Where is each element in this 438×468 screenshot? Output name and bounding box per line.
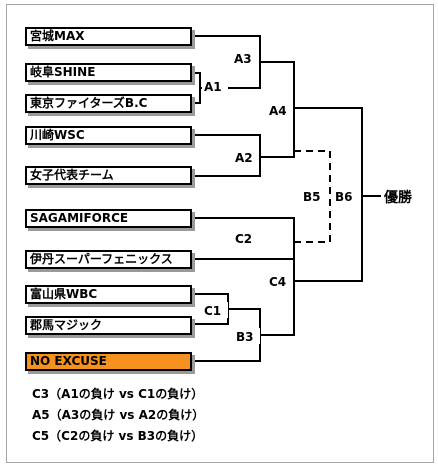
team-box-9: 郡馬マジック: [25, 316, 192, 335]
team-box-7: 伊丹スーパーフェニックス: [25, 250, 192, 269]
match-label-b5: B5: [303, 190, 321, 204]
match-label-a2: A2: [235, 151, 253, 165]
line-c4-path: [259, 237, 295, 336]
line-b6-path: [293, 107, 363, 282]
winner-label: 優勝: [383, 189, 413, 206]
match-label-c4: C4: [269, 275, 286, 289]
line-a2-path: [194, 134, 261, 177]
match-label-b3: B3: [236, 330, 254, 344]
team-box-6: SAGAMIFORCE: [25, 209, 192, 228]
team-box-1: 宮城MAX: [25, 27, 192, 46]
team-box-2: 岐阜SHINE: [25, 63, 192, 82]
line-a4-path: [259, 61, 295, 158]
team-box-10-highlight: NO EXCUSE: [25, 352, 192, 371]
note-a5: A5（A3の負け vs A2の負け）: [32, 408, 205, 422]
team-box-4: 川崎WSC: [25, 126, 192, 145]
note-c3: C3（A1の負け vs C1の負け）: [32, 387, 204, 401]
team-box-5: 女子代表チーム: [25, 166, 192, 185]
team-box-8: 富山県WBC: [25, 285, 192, 304]
match-label-a1: A1: [204, 80, 222, 94]
match-label-c2: C2: [235, 232, 252, 246]
match-label-a3: A3: [234, 52, 252, 66]
match-label-c1: C1: [204, 304, 221, 318]
match-label-b6: B6: [335, 190, 353, 204]
match-label-a4: A4: [269, 104, 287, 118]
note-c5: C5（C2の負け vs B3の負け）: [32, 429, 204, 443]
diagram-frame: [6, 4, 434, 463]
team-box-3: 東京ファイターズB.C: [25, 94, 192, 113]
line-b5-dashed: [294, 150, 331, 243]
